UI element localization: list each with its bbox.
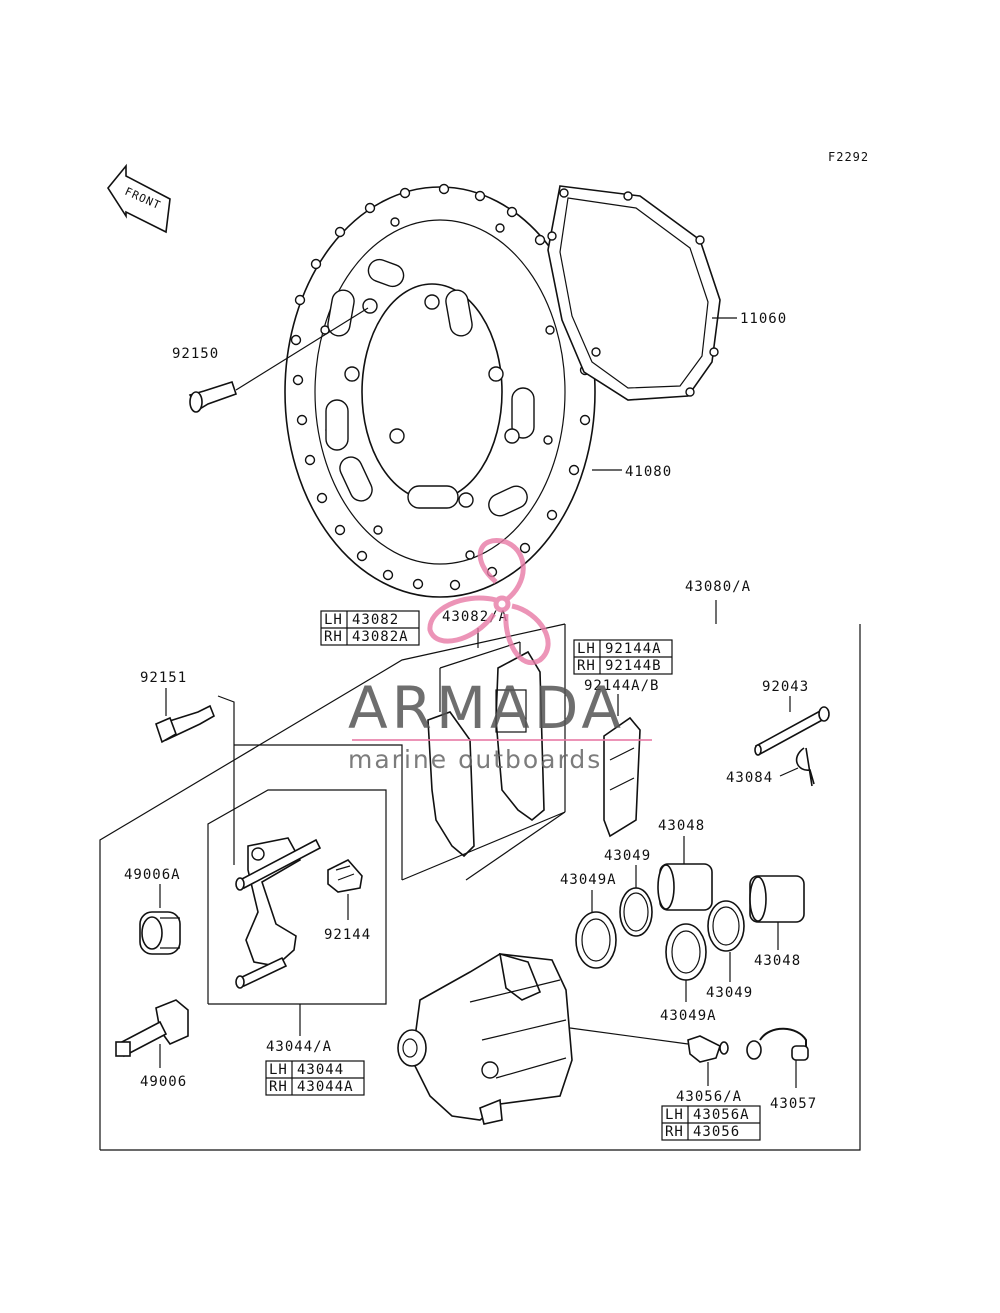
label-43048-b: 43048 bbox=[754, 953, 801, 969]
table-92144-rh-label: RH bbox=[577, 658, 596, 674]
brake-disc bbox=[284, 183, 596, 598]
label-11060: 11060 bbox=[740, 311, 787, 327]
bracket-frame bbox=[207, 789, 387, 1005]
label-43056a: 43056/A bbox=[676, 1089, 742, 1105]
watermark-propeller-icon bbox=[427, 538, 551, 665]
brake-pad-outer bbox=[495, 650, 545, 822]
bolt-92151 bbox=[155, 704, 216, 744]
watermark-tagline: marine outboards bbox=[348, 745, 602, 774]
seal-43049a-a bbox=[575, 911, 617, 969]
label-43057: 43057 bbox=[770, 1096, 817, 1112]
label-43048-a: 43048 bbox=[658, 818, 705, 834]
figure-code: F2292 bbox=[828, 150, 869, 164]
pin-clip-43084 bbox=[795, 747, 815, 787]
table-43082-lh-label: LH bbox=[324, 612, 343, 628]
label-92043: 92043 bbox=[762, 679, 809, 695]
table-92144-rh-value: 92144B bbox=[605, 658, 662, 674]
pad-spring-92144ab bbox=[603, 716, 641, 838]
label-92151: 92151 bbox=[140, 670, 187, 686]
bleeder-cap-43057 bbox=[746, 1027, 809, 1061]
disc-bolt-92150 bbox=[188, 380, 238, 413]
watermark: ARMADA marine outboards bbox=[348, 538, 652, 774]
label-43084: 43084 bbox=[726, 770, 773, 786]
label-92144ab: 92144A/B bbox=[584, 678, 659, 694]
seal-43049a-b bbox=[665, 923, 707, 981]
table-43082: LH 43082 RH 43082A bbox=[320, 610, 420, 646]
disc-bolt-holes bbox=[344, 294, 520, 508]
label-43080a: 43080/A bbox=[685, 579, 751, 595]
table-43044-rh-label: RH bbox=[269, 1079, 288, 1095]
pad-spring-92144 bbox=[327, 859, 363, 893]
table-43044: LH 43044 RH 43044A bbox=[265, 1060, 365, 1096]
table-43056-lh-value: 43056A bbox=[693, 1107, 750, 1123]
table-43082-rh-value: 43082A bbox=[352, 629, 409, 645]
disc-spacer-ring bbox=[547, 185, 721, 401]
label-49006: 49006 bbox=[140, 1074, 187, 1090]
label-43049a-a: 43049A bbox=[560, 872, 617, 888]
label-92144: 92144 bbox=[324, 927, 371, 943]
table-43056: LH 43056A RH 43056 bbox=[661, 1105, 761, 1141]
label-43049-b: 43049 bbox=[706, 985, 753, 1001]
label-49006a: 49006A bbox=[124, 867, 181, 883]
brake-pad-inner bbox=[427, 711, 475, 858]
label-41080: 41080 bbox=[625, 464, 672, 480]
dust-boot-49006a bbox=[139, 911, 181, 955]
disc-cooling-slots bbox=[325, 258, 535, 517]
piston-43048-a bbox=[657, 863, 713, 911]
caliper-body bbox=[397, 952, 573, 1125]
table-43044-rh-value: 43044A bbox=[297, 1079, 354, 1095]
label-92150: 92150 bbox=[172, 346, 219, 362]
table-43044-lh-label: LH bbox=[269, 1062, 288, 1078]
label-43049a-b: 43049A bbox=[660, 1008, 717, 1024]
watermark-brand: ARMADA bbox=[348, 674, 625, 742]
caliper-bracket-43044a bbox=[235, 837, 322, 989]
front-arrow-icon: FRONT bbox=[107, 163, 171, 234]
seal-43049-a bbox=[619, 887, 653, 937]
piston-43048-b bbox=[749, 875, 805, 923]
label-43044a: 43044/A bbox=[266, 1039, 332, 1055]
seal-43049-b bbox=[707, 900, 745, 952]
table-43082-lh-value: 43082 bbox=[352, 612, 399, 628]
slide-pin-49006 bbox=[115, 999, 189, 1058]
label-43049-a: 43049 bbox=[604, 848, 651, 864]
table-92144-lh-value: 92144A bbox=[605, 641, 662, 657]
table-92144: LH 92144A RH 92144B bbox=[573, 639, 673, 675]
table-43056-rh-value: 43056 bbox=[693, 1124, 740, 1140]
table-43056-lh-label: LH bbox=[665, 1107, 684, 1123]
pad-pin-92043 bbox=[754, 706, 830, 756]
table-43044-lh-value: 43044 bbox=[297, 1062, 344, 1078]
bleeder-valve-43056a bbox=[687, 1035, 729, 1063]
table-43082-rh-label: RH bbox=[324, 629, 343, 645]
table-92144-lh-label: LH bbox=[577, 641, 596, 657]
table-43056-rh-label: RH bbox=[665, 1124, 684, 1140]
